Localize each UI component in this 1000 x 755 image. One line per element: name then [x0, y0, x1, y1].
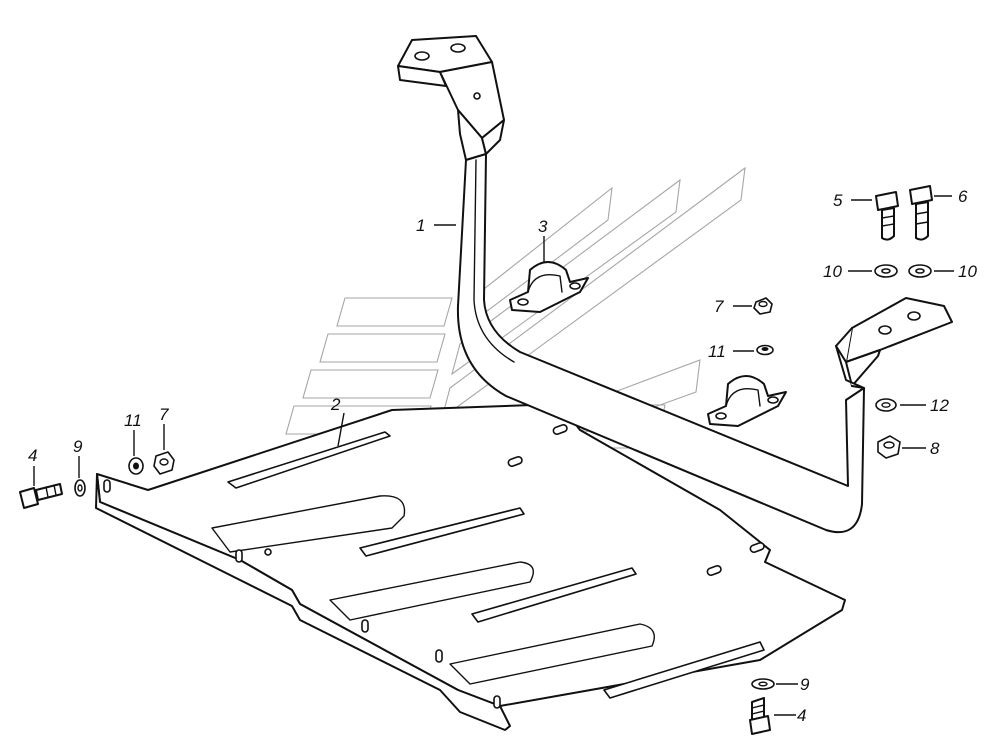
callout-8: 8 — [930, 439, 940, 458]
lock-washer-11-left — [128, 457, 144, 475]
nut-7-left — [153, 451, 175, 475]
callout-3: 3 — [538, 217, 548, 236]
clamp-upper — [509, 261, 589, 313]
nut-7-upper — [753, 297, 773, 315]
washer-10-right — [908, 264, 932, 278]
callout-6: 6 — [958, 187, 968, 206]
washer-10-left — [874, 264, 898, 278]
bolt-4-bottom — [749, 697, 771, 735]
bolt-5 — [875, 191, 899, 241]
callout-labels: 1 2 3 4 4 5 6 7 7 8 9 9 10 10 11 11 12 — [28, 187, 977, 725]
callout-2: 2 — [330, 395, 341, 414]
callout-5: 5 — [833, 191, 843, 210]
callout-9-left: 9 — [73, 437, 83, 456]
skid-plate — [95, 377, 846, 731]
leader-lines — [33, 195, 954, 716]
callout-11-left: 11 — [124, 411, 142, 430]
nut-8 — [877, 435, 901, 459]
washer-9-bottom — [751, 678, 775, 690]
callout-4-bottom: 4 — [797, 706, 806, 725]
callout-11-right: 11 — [708, 342, 726, 361]
callout-9-bottom: 9 — [800, 675, 810, 694]
callout-4-left: 4 — [28, 446, 37, 465]
bolt-6 — [909, 185, 933, 241]
washer-9-left — [74, 479, 86, 497]
support-bracket — [397, 35, 953, 534]
callout-10-right: 10 — [958, 262, 977, 281]
washer-12 — [875, 398, 897, 412]
bolt-4-left — [19, 483, 63, 509]
clamp-lower — [707, 375, 787, 427]
callout-7-left: 7 — [159, 405, 169, 424]
callout-1: 1 — [416, 216, 425, 235]
callout-7-right: 7 — [714, 297, 724, 316]
callout-10-left: 10 — [823, 262, 842, 281]
lock-washer-11-upper — [756, 344, 774, 356]
callout-12: 12 — [930, 396, 949, 415]
